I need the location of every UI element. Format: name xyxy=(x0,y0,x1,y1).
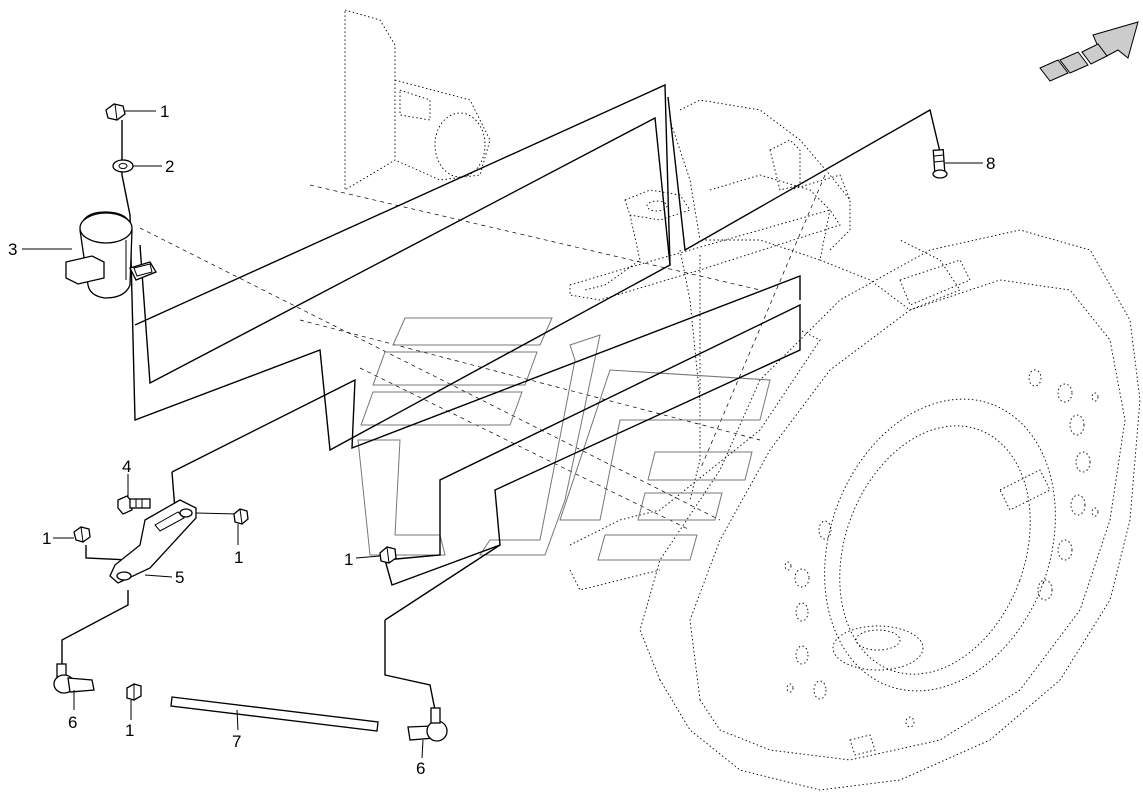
assembly-leader-lines xyxy=(61,83,941,711)
callout-3: 3 xyxy=(8,240,17,259)
callout-7: 7 xyxy=(232,732,241,751)
ball-joint-part xyxy=(407,707,448,742)
callout-6: 6 xyxy=(68,713,77,732)
callout-2: 2 xyxy=(165,157,174,176)
callout-6: 6 xyxy=(416,759,425,778)
bolt-part-4 xyxy=(117,495,151,515)
callout-5: 5 xyxy=(175,568,184,587)
nut-part xyxy=(126,683,142,701)
callout-8: 8 xyxy=(986,154,995,173)
rod-part xyxy=(170,696,379,732)
washer-part xyxy=(112,159,134,173)
bolt-part-8 xyxy=(932,148,948,179)
ball-joint-part xyxy=(53,663,95,694)
background-machine xyxy=(344,9,1141,791)
direction-arrow-icon xyxy=(1039,21,1139,82)
nut-part xyxy=(73,526,91,543)
callout-4: 4 xyxy=(122,457,131,476)
nut-part xyxy=(233,508,249,525)
nut-part xyxy=(105,103,126,121)
nut-part xyxy=(379,546,397,564)
callout-1: 1 xyxy=(234,548,243,567)
lever-part xyxy=(109,499,197,584)
callout-1: 1 xyxy=(160,102,169,121)
callout-1: 1 xyxy=(344,550,353,569)
callout-1: 1 xyxy=(42,529,51,548)
callout-leaders xyxy=(22,110,983,759)
watermark-logo xyxy=(357,317,771,561)
sensor-part xyxy=(65,211,157,299)
callout-labels: 1 2 3 8 4 1 1 5 1 6 1 7 6 xyxy=(8,102,995,778)
callout-1: 1 xyxy=(125,721,134,740)
